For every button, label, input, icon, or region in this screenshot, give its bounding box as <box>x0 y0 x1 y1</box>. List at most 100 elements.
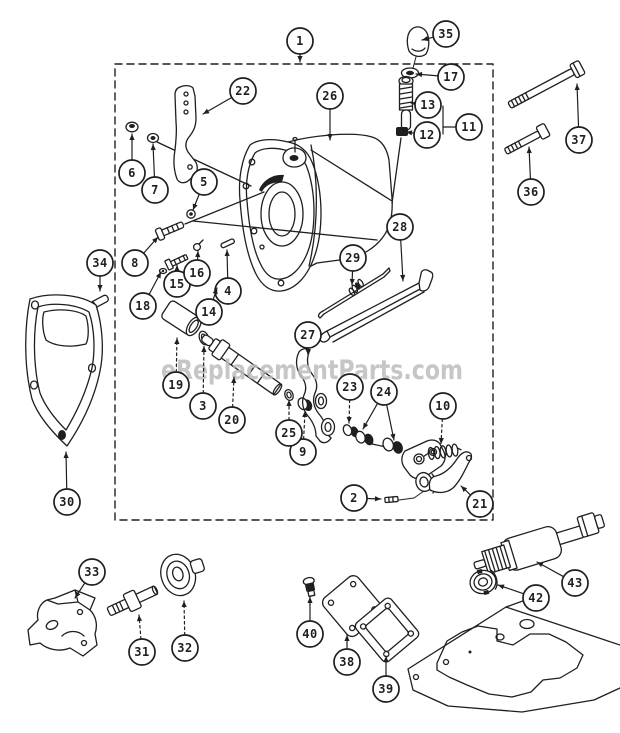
part-bolt-36 <box>504 123 551 155</box>
callout-39[interactable]: 39 <box>372 655 400 703</box>
callout-26[interactable]: 26 <box>316 82 344 141</box>
callout-circle-13[interactable] <box>414 91 442 119</box>
callout-circle-32[interactable] <box>171 634 199 662</box>
arrowhead <box>201 346 207 353</box>
callout-24[interactable]: 24 <box>362 378 398 441</box>
callout-20[interactable]: 20 <box>218 376 246 434</box>
callout-7[interactable]: 7 <box>141 143 169 204</box>
callout-31[interactable]: 31 <box>128 614 156 666</box>
callout-circle-27[interactable] <box>294 321 322 349</box>
callout-circle-22[interactable] <box>229 77 257 105</box>
callout-circle-39[interactable] <box>372 675 400 703</box>
callout-8[interactable]: 8 <box>121 236 159 277</box>
callout-43[interactable]: 43 <box>536 561 589 597</box>
arrowhead <box>416 71 423 78</box>
arrowhead <box>400 274 406 281</box>
callout-33[interactable]: 33 <box>74 558 106 599</box>
arrowhead <box>181 601 187 608</box>
callout-circle-30[interactable] <box>53 488 81 516</box>
callout-number-31: 31 <box>134 645 149 659</box>
callout-5[interactable]: 5 <box>190 168 218 211</box>
callout-3[interactable]: 3 <box>189 345 217 420</box>
callout-14[interactable]: 14 <box>195 287 223 326</box>
callout-circle-28[interactable] <box>386 213 414 241</box>
callout-2[interactable]: 2 <box>340 484 382 512</box>
callout-36[interactable]: 36 <box>517 146 545 206</box>
callout-27[interactable]: 27 <box>294 321 322 356</box>
callout-28[interactable]: 28 <box>386 213 414 282</box>
callout-number-19: 19 <box>168 378 183 392</box>
callout-circle-5[interactable] <box>190 168 218 196</box>
callout-29[interactable]: 29 <box>339 244 367 286</box>
callout-38[interactable]: 38 <box>333 634 361 676</box>
callout-1[interactable]: 1 <box>286 27 314 63</box>
callout-circle-26[interactable] <box>316 82 344 110</box>
callout-17[interactable]: 17 <box>415 63 465 91</box>
arrowhead <box>231 377 237 384</box>
callout-circle-35[interactable] <box>432 20 460 48</box>
callout-circle-40[interactable] <box>296 620 324 648</box>
part-bar-28 <box>319 269 434 343</box>
callout-circle-1[interactable] <box>286 27 314 55</box>
part-disc-32 <box>160 553 205 597</box>
callout-18[interactable]: 18 <box>129 271 162 320</box>
callout-number-37: 37 <box>571 133 586 147</box>
callout-circle-16[interactable] <box>183 259 211 287</box>
callout-circle-33[interactable] <box>78 558 106 586</box>
callout-34[interactable]: 34 <box>86 249 114 292</box>
callout-circle-29[interactable] <box>339 244 367 272</box>
assembly-dashed-box <box>114 63 494 521</box>
callout-22[interactable]: 22 <box>202 77 257 115</box>
callout-circle-20[interactable] <box>218 406 246 434</box>
callout-circle-38[interactable] <box>333 648 361 676</box>
callout-16[interactable]: 16 <box>183 250 211 287</box>
callout-circle-8[interactable] <box>121 249 149 277</box>
part-roller-24 <box>382 437 403 454</box>
callout-circle-42[interactable] <box>522 584 550 612</box>
callout-circle-19[interactable] <box>162 371 190 399</box>
callout-37[interactable]: 37 <box>565 83 593 154</box>
callout-30[interactable]: 30 <box>53 451 81 516</box>
callout-circle-7[interactable] <box>141 176 169 204</box>
callout-circle-21[interactable] <box>466 490 494 518</box>
callout-number-3: 3 <box>199 399 207 413</box>
callout-11[interactable]: 11 <box>442 105 483 141</box>
callout-circle-12[interactable] <box>413 121 441 149</box>
part-screw-8 <box>154 221 185 241</box>
callout-circle-23[interactable] <box>336 373 364 401</box>
arrowhead <box>438 437 444 444</box>
callout-circle-18[interactable] <box>129 292 157 320</box>
callout-12[interactable]: 12 <box>405 121 441 149</box>
callout-circle-3[interactable] <box>189 392 217 420</box>
part-solenoid <box>473 512 605 575</box>
callout-19[interactable]: 19 <box>162 337 190 399</box>
callout-35[interactable]: 35 <box>421 20 460 48</box>
callout-21[interactable]: 21 <box>460 485 494 518</box>
callout-6[interactable]: 6 <box>118 133 146 187</box>
callout-circle-9[interactable] <box>289 438 317 466</box>
callout-circle-10[interactable] <box>429 392 457 420</box>
callout-circle-37[interactable] <box>565 126 593 154</box>
callout-circle-36[interactable] <box>517 178 545 206</box>
callout-25[interactable]: 25 <box>275 399 303 447</box>
callout-40[interactable]: 40 <box>296 596 324 648</box>
callout-23[interactable]: 23 <box>336 373 364 424</box>
callout-circle-2[interactable] <box>340 484 368 512</box>
callout-circle-34[interactable] <box>86 249 114 277</box>
callout-circle-31[interactable] <box>128 638 156 666</box>
callout-circle-17[interactable] <box>437 63 465 91</box>
callout-circle-11[interactable] <box>455 113 483 141</box>
callout-circle-14[interactable] <box>195 298 223 326</box>
callout-circle-25[interactable] <box>275 419 303 447</box>
arrowhead <box>192 203 198 210</box>
callout-4[interactable]: 4 <box>214 249 242 305</box>
callout-circle-24[interactable] <box>370 378 398 406</box>
callout-13[interactable]: 13 <box>410 91 442 119</box>
callout-circle-43[interactable] <box>561 569 589 597</box>
callout-9[interactable]: 9 <box>289 410 317 466</box>
callout-number-32: 32 <box>177 641 192 655</box>
callout-circle-6[interactable] <box>118 159 146 187</box>
callout-42[interactable]: 42 <box>497 584 550 612</box>
callout-32[interactable]: 32 <box>171 600 199 662</box>
callout-10[interactable]: 10 <box>429 392 457 445</box>
